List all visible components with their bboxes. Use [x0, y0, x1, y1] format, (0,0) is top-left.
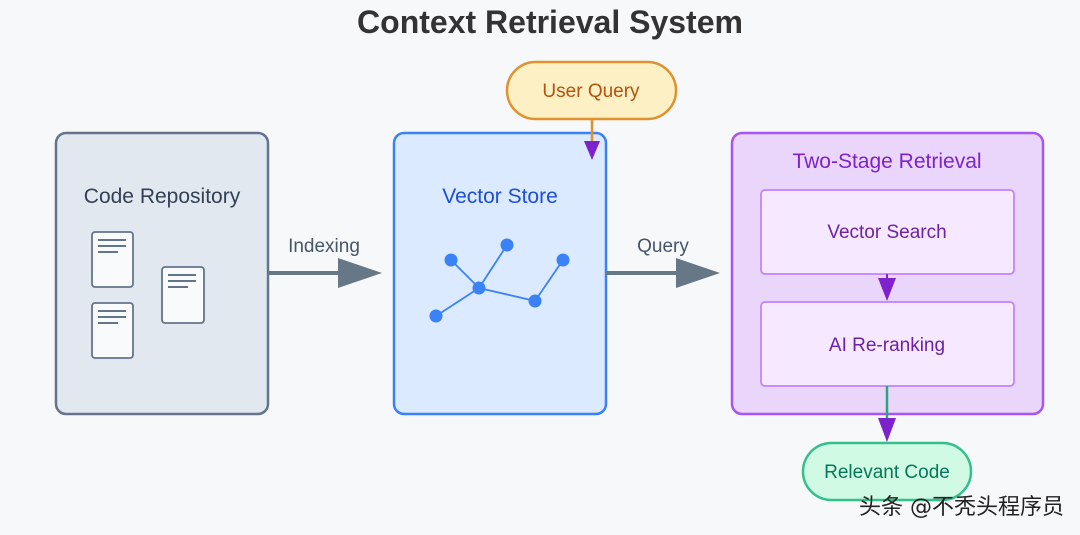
- stage-arrow: [878, 278, 896, 301]
- user-query-arrowhead: [584, 141, 600, 160]
- vector-store-node: Vector Store: [392, 131, 608, 416]
- query-label: Query: [637, 236, 689, 257]
- ai-reranking-label: AI Re-ranking: [829, 335, 945, 356]
- relevant-code-pill: [801, 441, 973, 502]
- query-arrow: Query: [606, 236, 720, 288]
- document-icon: [91, 231, 134, 288]
- relevant-code-node: Relevant Code: [801, 441, 973, 502]
- watermark-text: 头条 @不秃头程序员: [859, 495, 1064, 520]
- indexing-label: Indexing: [288, 236, 360, 257]
- two-stage-retrieval-node: Two-Stage Retrieval Vector Search AI Re-…: [730, 131, 1045, 416]
- code-repository-label: Code Repository: [84, 185, 241, 208]
- vector-search-label: Vector Search: [827, 222, 946, 243]
- user-query-node: User Query: [505, 60, 678, 160]
- two-stage-retrieval-label: Two-Stage Retrieval: [792, 150, 981, 173]
- vector-store-label: Vector Store: [442, 185, 558, 208]
- vector-store-box: [392, 131, 608, 416]
- output-arrow: [878, 386, 896, 442]
- diagram-title: Context Retrieval System: [357, 4, 743, 40]
- document-icon: [91, 302, 134, 359]
- indexing-arrow: Indexing: [268, 236, 382, 288]
- user-query-label: User Query: [542, 81, 640, 102]
- document-icon: [161, 266, 205, 324]
- relevant-code-label: Relevant Code: [824, 462, 950, 483]
- user-query-pill: [505, 60, 678, 121]
- code-repository-node: Code Repository: [54, 131, 270, 416]
- vector-graph-icon: [429, 238, 570, 323]
